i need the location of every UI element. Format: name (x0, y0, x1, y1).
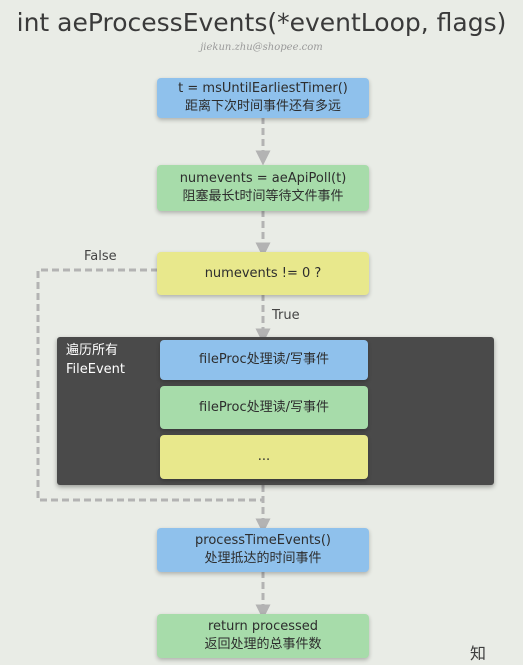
poll-node-code: numevents = aeApiPoll(t) (179, 171, 347, 186)
edge-false-loop (36, 268, 263, 502)
file-event-node-1: fileProc处理读/写事件 (160, 340, 368, 380)
file-event-node-2-text: fileProc处理读/写事件 (199, 399, 329, 415)
false-label: False (84, 249, 117, 264)
timer-node-desc: 距离下次时间事件还有多远 (184, 99, 341, 114)
timer-node: t = msUntilEarliestTimer() 距离下次时间事件还有多远 (157, 78, 369, 118)
panel-label-line2: FileEvent (66, 362, 125, 377)
diagram-title: int aeProcessEvents(*eventLoop, flags) (16, 8, 507, 37)
panel-label: 遍历所有 FileEvent (66, 341, 125, 379)
file-event-node-more: ... (160, 435, 368, 479)
true-label: True (272, 308, 300, 323)
zhihu-watermark: 知 (470, 644, 487, 663)
check-node-code: numevents != 0 ? (204, 265, 322, 281)
poll-node-desc: 阻塞最长t时间等待文件事件 (182, 189, 344, 204)
return-node-code: return processed (207, 619, 319, 634)
author-email: jiekun.zhu@shopee.com (200, 42, 323, 53)
return-node: return processed 返回处理的总事件数 (157, 614, 369, 658)
time-events-node-desc: 处理抵达的时间事件 (204, 551, 322, 566)
file-event-node-2: fileProc处理读/写事件 (160, 386, 368, 429)
panel-label-line1: 遍历所有 (66, 343, 119, 358)
time-events-node: processTimeEvents() 处理抵达的时间事件 (157, 528, 369, 572)
return-node-desc: 返回处理的总事件数 (204, 637, 322, 652)
timer-node-code: t = msUntilEarliestTimer() (178, 81, 348, 96)
check-node: numevents != 0 ? (157, 252, 369, 295)
file-event-node-more-text: ... (257, 449, 271, 464)
time-events-node-code: processTimeEvents() (195, 533, 331, 548)
file-event-node-1-text: fileProc处理读/写事件 (199, 352, 329, 367)
poll-node: numevents = aeApiPoll(t) 阻塞最长t时间等待文件事件 (157, 165, 369, 211)
